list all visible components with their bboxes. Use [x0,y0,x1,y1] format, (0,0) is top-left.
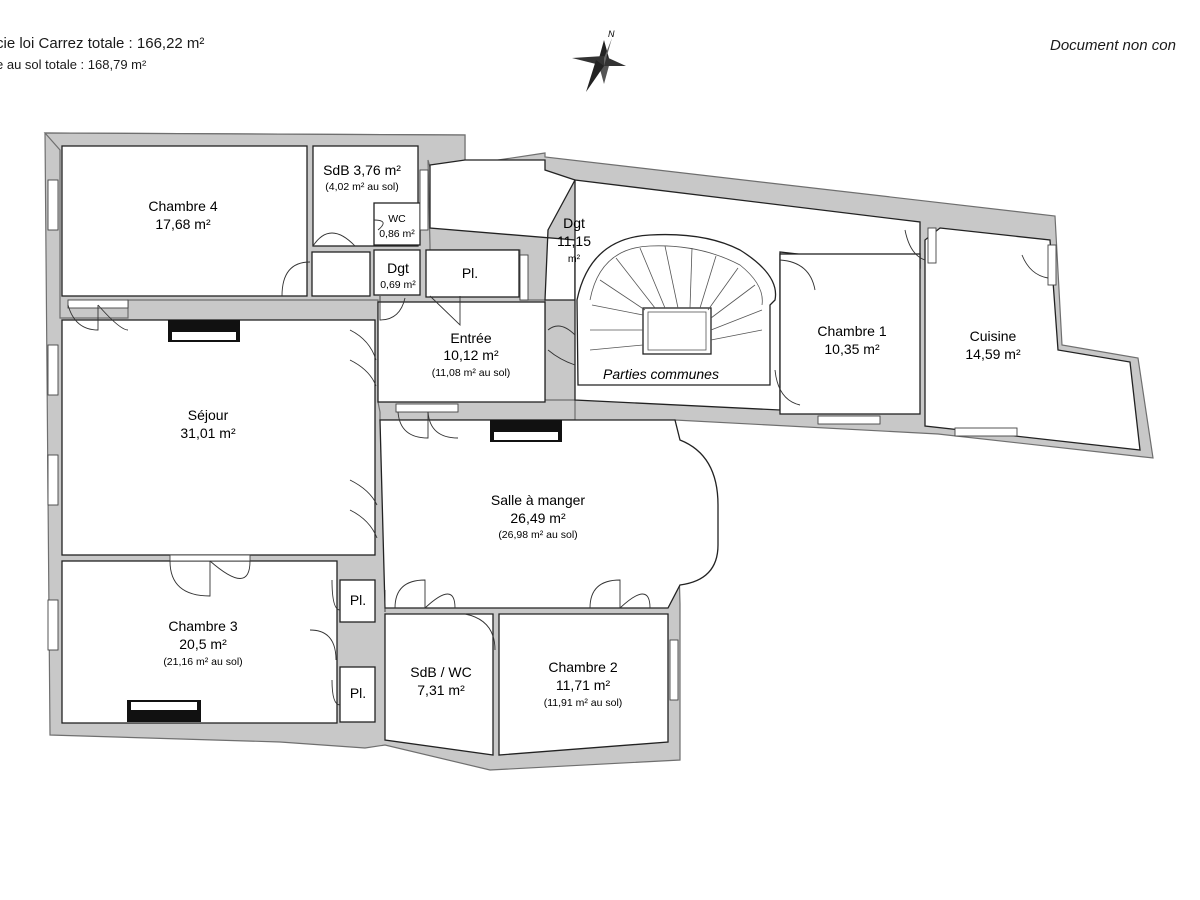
label-sejour-name: Séjour [188,407,229,423]
label-chambre3-name: Chambre 3 [168,618,237,634]
label-chambre1-name: Chambre 1 [817,323,886,339]
label-chambre4-name: Chambre 4 [148,198,217,214]
label-chambre2-sub: (11,91 m² au sol) [544,697,623,709]
label-cuisine-name: Cuisine [970,328,1017,344]
room-dgt-small [373,249,421,296]
compass-label: N [608,29,615,39]
label-sdbwc-area: 7,31 m² [417,682,465,698]
floor-area-total-text: e au sol totale : 168,79 m² [0,57,147,72]
label-pl-bot: Pl. [350,685,366,701]
label-chambre3-sub: (21,16 m² au sol) [163,656,242,668]
room-sejour [61,319,376,556]
label-entree-name: Entrée [450,330,491,346]
label-dgt-large-unit: m² [568,253,581,265]
room-wc [373,202,421,246]
label-sejour-area: 31,01 m² [180,425,236,441]
room-salle-a-manger [379,419,719,609]
label-entree-area: 10,12 m² [443,347,499,363]
label-chambre4-area: 17,68 m² [155,216,211,232]
label-salle-name: Salle à manger [491,492,586,508]
label-entree-sub: (11,08 m² au sol) [432,367,511,379]
label-cuisine-area: 14,59 m² [965,346,1021,362]
room-chambre3 [61,560,338,724]
fireplaces [127,320,562,722]
label-dgt-large-name: Dgt [563,215,585,231]
label-salle-sub: (26,98 m² au sol) [498,529,577,541]
label-dgt-small-area: 0,69 m² [380,279,416,291]
label-wc-area: 0,86 m² [379,228,415,240]
label-parties-communes: Parties communes [603,366,719,382]
label-chambre2-area: 11,71 m² [556,677,611,693]
room-pl-top [425,249,520,298]
label-dgt-large-area: 11,15 [557,233,591,249]
label-dgt-small-name: Dgt [387,260,409,276]
label-chambre2-name: Chambre 2 [548,659,617,675]
room-closet-left [311,251,371,297]
disclaimer-text: Document non con [1050,37,1176,54]
room-chambre4 [61,145,308,297]
room-dgt-large [429,159,576,301]
room-pl-bot [339,666,376,723]
room-sdb-wc [384,613,494,756]
carrez-total-text: cie loi Carrez totale : 166,22 m² [0,35,205,52]
label-chambre1-area: 10,35 m² [824,341,880,357]
room-chambre2 [498,613,669,756]
label-salle-area: 26,49 m² [510,510,566,526]
room-entree [377,301,546,403]
label-chambre3-area: 20,5 m² [179,636,227,652]
label-sdb1-name: SdB 3,76 m² [323,162,401,178]
room-chambre1 [779,253,921,415]
room-pl-mid [339,579,376,623]
doors [67,219,1049,706]
staircase [576,233,777,386]
room-cuisine [924,227,1141,451]
label-sdb1-sub: (4,02 m² au sol) [325,181,399,193]
rooms [61,145,1141,756]
label-sdbwc-name: SdB / WC [410,664,471,680]
label-wc-name: WC [388,213,406,225]
windows [47,169,1057,701]
label-pl-mid: Pl. [350,592,366,608]
compass-icon: N [572,29,626,92]
label-pl-top: Pl. [462,265,478,281]
room-labels: Chambre 4 17,68 m² SdB 3,76 m² (4,02 m² … [148,162,1021,709]
